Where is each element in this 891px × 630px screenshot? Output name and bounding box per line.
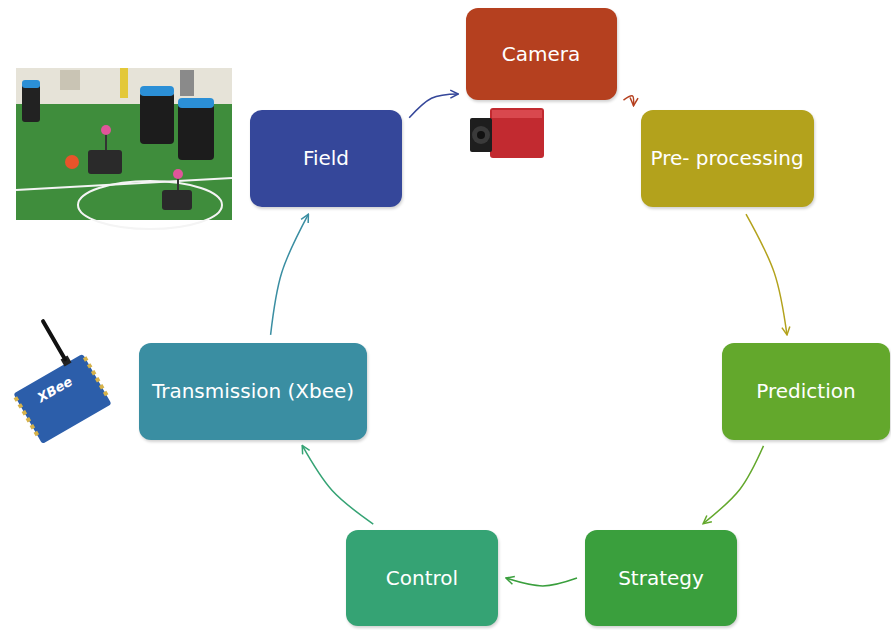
flow-arrow [302,445,373,524]
process-box: Transmission (Xbee) [139,343,367,440]
box-label: Transmission (Xbee) [152,378,354,404]
box-label: Control [386,565,458,591]
box-label: Strategy [618,565,704,591]
process-box: Camera [466,8,617,100]
process-box: Control [346,530,498,626]
flow-arrow [506,578,577,586]
process-box: Pre- processing [641,110,814,207]
box-label: Prediction [756,378,855,404]
flow-arrow [703,446,763,524]
box-label: Camera [502,41,581,67]
flow-arrow [623,96,633,106]
box-label: Field [303,145,349,171]
xbee-picture [0,311,113,445]
field-photo [16,68,232,229]
process-box: Prediction [722,343,890,440]
flow-arrow [746,214,787,335]
flow-arrow [409,94,458,118]
box-label: Pre- processing [650,145,803,171]
process-box: Field [250,110,402,207]
process-box: Strategy [585,530,737,626]
logo-text: XBee [35,374,75,406]
camera-picture [470,108,544,158]
flow-arrow [271,214,309,335]
